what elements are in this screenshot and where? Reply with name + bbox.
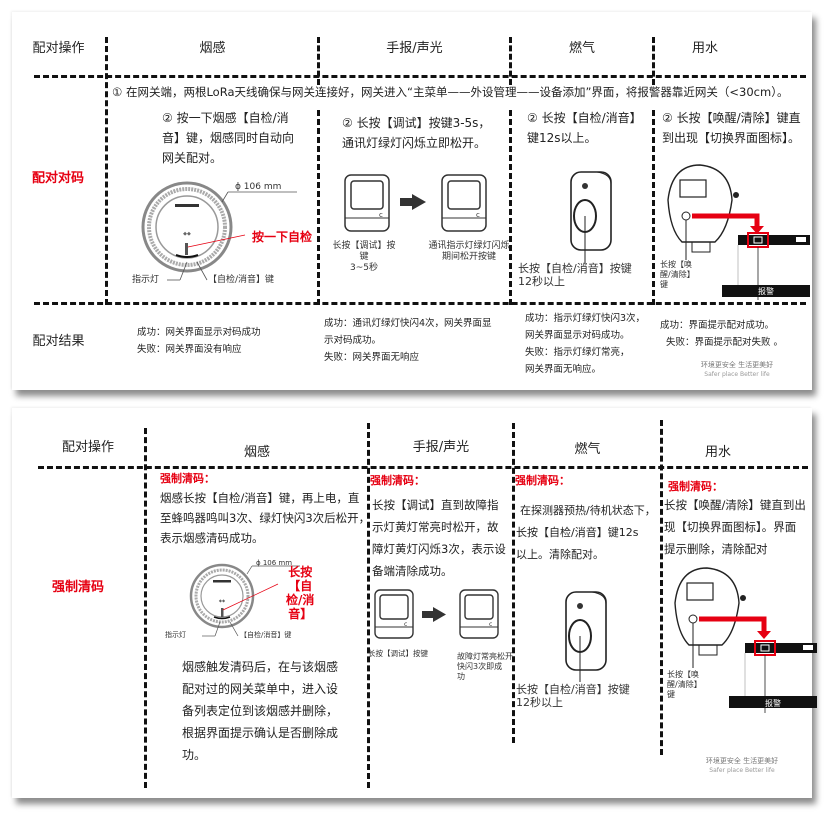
divider-vertical — [317, 110, 320, 305]
manual-alarm-illustration: c c — [374, 589, 499, 639]
divider-horizontal — [34, 302, 806, 305]
header-smoke: 烟感 — [199, 41, 226, 56]
svg-text:c: c — [404, 621, 407, 628]
manual-caption-right: 通讯指示灯绿灯闪烁 期间松开按键 — [428, 241, 510, 262]
header-water: 用水 — [704, 445, 731, 460]
gas-caption: 长按【自检/消音】按键 12秒以上 — [516, 683, 630, 709]
header-manual: 手报/声光 — [412, 440, 470, 455]
gas-result: 成功：指示灯绿灯快闪3次， 网关界面显示对码成功。 失败：指示灯绿灯常亮， 网关… — [525, 313, 646, 375]
divider-vertical — [509, 110, 512, 305]
manual-force-title: 强制清码： — [370, 474, 425, 487]
header-manual: 手报/声光 — [386, 41, 443, 56]
gas-caption: 长按【自检/消音】按键 12秒以上 — [518, 262, 632, 288]
pairing-card: 配对操作 烟感 手报/声光 燃气 用水 配对对码 配对结果 ① 在网关端，两根L… — [12, 12, 812, 390]
smoke-force-text: 烟感长按【自检/消音】键，再上电，直 至蜂鸣器鸣叫3次、绿灯快闪3次后松开， 表… — [160, 491, 371, 545]
smoke-button-label: 【自检/消音】键 — [240, 631, 292, 639]
smoke-callout: 按一下自检 — [252, 230, 313, 244]
divider-vertical — [512, 423, 515, 743]
manual-caption-right: 故障灯常亮松开 快闪3次即成 功 — [457, 652, 513, 681]
svg-text:◆◆: ◆◆ — [219, 598, 226, 603]
smoke-indicator-label: 指示灯 — [132, 275, 160, 285]
smoke-diameter: ϕ 106 mm — [256, 559, 293, 567]
header-gas: 燃气 — [574, 442, 601, 457]
header-smoke: 烟感 — [243, 445, 270, 460]
gas-force-text: 在探测器预热/待机状态下， 长按【自检/消音】键12s 以上。清除配对。 — [516, 504, 656, 561]
svg-text:c: c — [379, 211, 383, 219]
gas-detector-illustration — [570, 171, 612, 264]
water-caption: 长按【唤 醒/清除】 键 — [667, 670, 702, 699]
water-result: 成功：界面提示配对成功。 失败：界面提示配对失败 。 — [660, 320, 784, 348]
water-screen-label: 报警 — [758, 287, 774, 296]
water-caption: 长按【唤 醒/清除】 键 — [660, 260, 695, 289]
divider-vertical — [652, 110, 655, 305]
divider-vertical — [367, 423, 370, 788]
gas-step2: ② 长按【自检/消音】 键12s以上。 — [527, 111, 642, 145]
manual-result: 成功：通讯灯绿灯快闪4次，网关界面显 示对码成功。 失败：网关界面无响应 — [324, 318, 492, 363]
header-water: 用水 — [691, 41, 718, 56]
header-pair-op: 配对操作 — [61, 440, 114, 455]
force-clear-card: 配对操作 烟感 手报/声光 燃气 用水 强制清码 强制清码： 烟感长按【自检/消… — [12, 408, 817, 798]
gas-force-title: 强制清码： — [515, 474, 570, 487]
smoke-result: 成功：网关界面显示对码成功 失败：网关界面没有响应 — [137, 327, 261, 355]
manual-alarm-illustration: c c — [344, 174, 487, 232]
smoke-callout: 长按 【自 检/消 音】 — [286, 565, 315, 621]
divider-horizontal — [34, 75, 806, 78]
smoke-diameter: ϕ 106 mm — [235, 182, 282, 192]
water-screen-label: 报警 — [765, 699, 781, 708]
smoke-force-note: 烟感触发清码后，在与该烟感 配对过的网关菜单中，进入设 备列表定位到该烟感并删除… — [182, 660, 339, 762]
manual-step2: ② 长按【调试】按键3-5s， 通讯灯绿灯闪烁立即松开。 — [342, 116, 491, 150]
row-label-pair: 配对对码 — [32, 171, 85, 186]
svg-text:c: c — [489, 621, 492, 628]
row-label-force-clear: 强制清码 — [52, 580, 105, 595]
smoke-button-label: 【自检/消音】键 — [208, 275, 275, 285]
water-meter-illustration — [667, 164, 810, 300]
divider-vertical — [509, 37, 512, 85]
header-pair-op: 配对操作 — [32, 41, 85, 56]
divider-vertical — [317, 37, 320, 85]
water-force-text: 长按【唤醒/清除】键直到出 现【切换界面图标】。界面 提示删除，清除配对 — [664, 498, 806, 556]
row-label-result: 配对结果 — [32, 334, 85, 349]
manual-caption-left: 长按【调试】按键 — [368, 649, 428, 658]
water-force-title: 强制清码： — [668, 480, 723, 493]
smoke-force-title: 强制清码： — [160, 472, 215, 485]
manual-caption-left: 长按【调试】按键 3~5秒 — [332, 241, 396, 273]
water-meter-illustration — [674, 567, 817, 713]
divider-vertical — [660, 420, 663, 755]
divider-vertical — [144, 428, 147, 788]
divider-vertical — [105, 37, 108, 305]
gas-detector-illustration — [565, 591, 607, 682]
smoke-step2: ② 按一下烟感【自检/消 音】键，烟感同时自动向 网关配对。 — [162, 111, 295, 165]
divider-horizontal — [38, 466, 808, 469]
smoke-indicator-label: 指示灯 — [165, 631, 186, 639]
manual-force-text: 长按【调试】直到故障指 示灯黄灯常亮时松开，故 障灯黄灯闪烁3次，表示设 备端清… — [372, 498, 506, 578]
step1-instruction: ① 在网关端，两根LoRa天线确保与网关连接好，网关进入“主菜单——外设管理——… — [112, 85, 789, 99]
header-gas: 燃气 — [568, 41, 595, 56]
svg-text:c: c — [476, 211, 480, 219]
divider-vertical — [652, 37, 655, 85]
smoke-detector-illustration: ◆◆ — [189, 563, 300, 637]
smoke-detector-illustration: ◆◆ — [141, 181, 297, 281]
svg-text:◆◆: ◆◆ — [183, 231, 191, 237]
slogan: 环境更安全 生活更美好 Safer place Better life — [700, 361, 774, 378]
water-step2: ② 长按【唤醒/清除】键直 到出现【切换界面图标】。 — [662, 111, 801, 145]
slogan: 环境更安全 生活更美好 Safer place Better life — [705, 757, 779, 774]
